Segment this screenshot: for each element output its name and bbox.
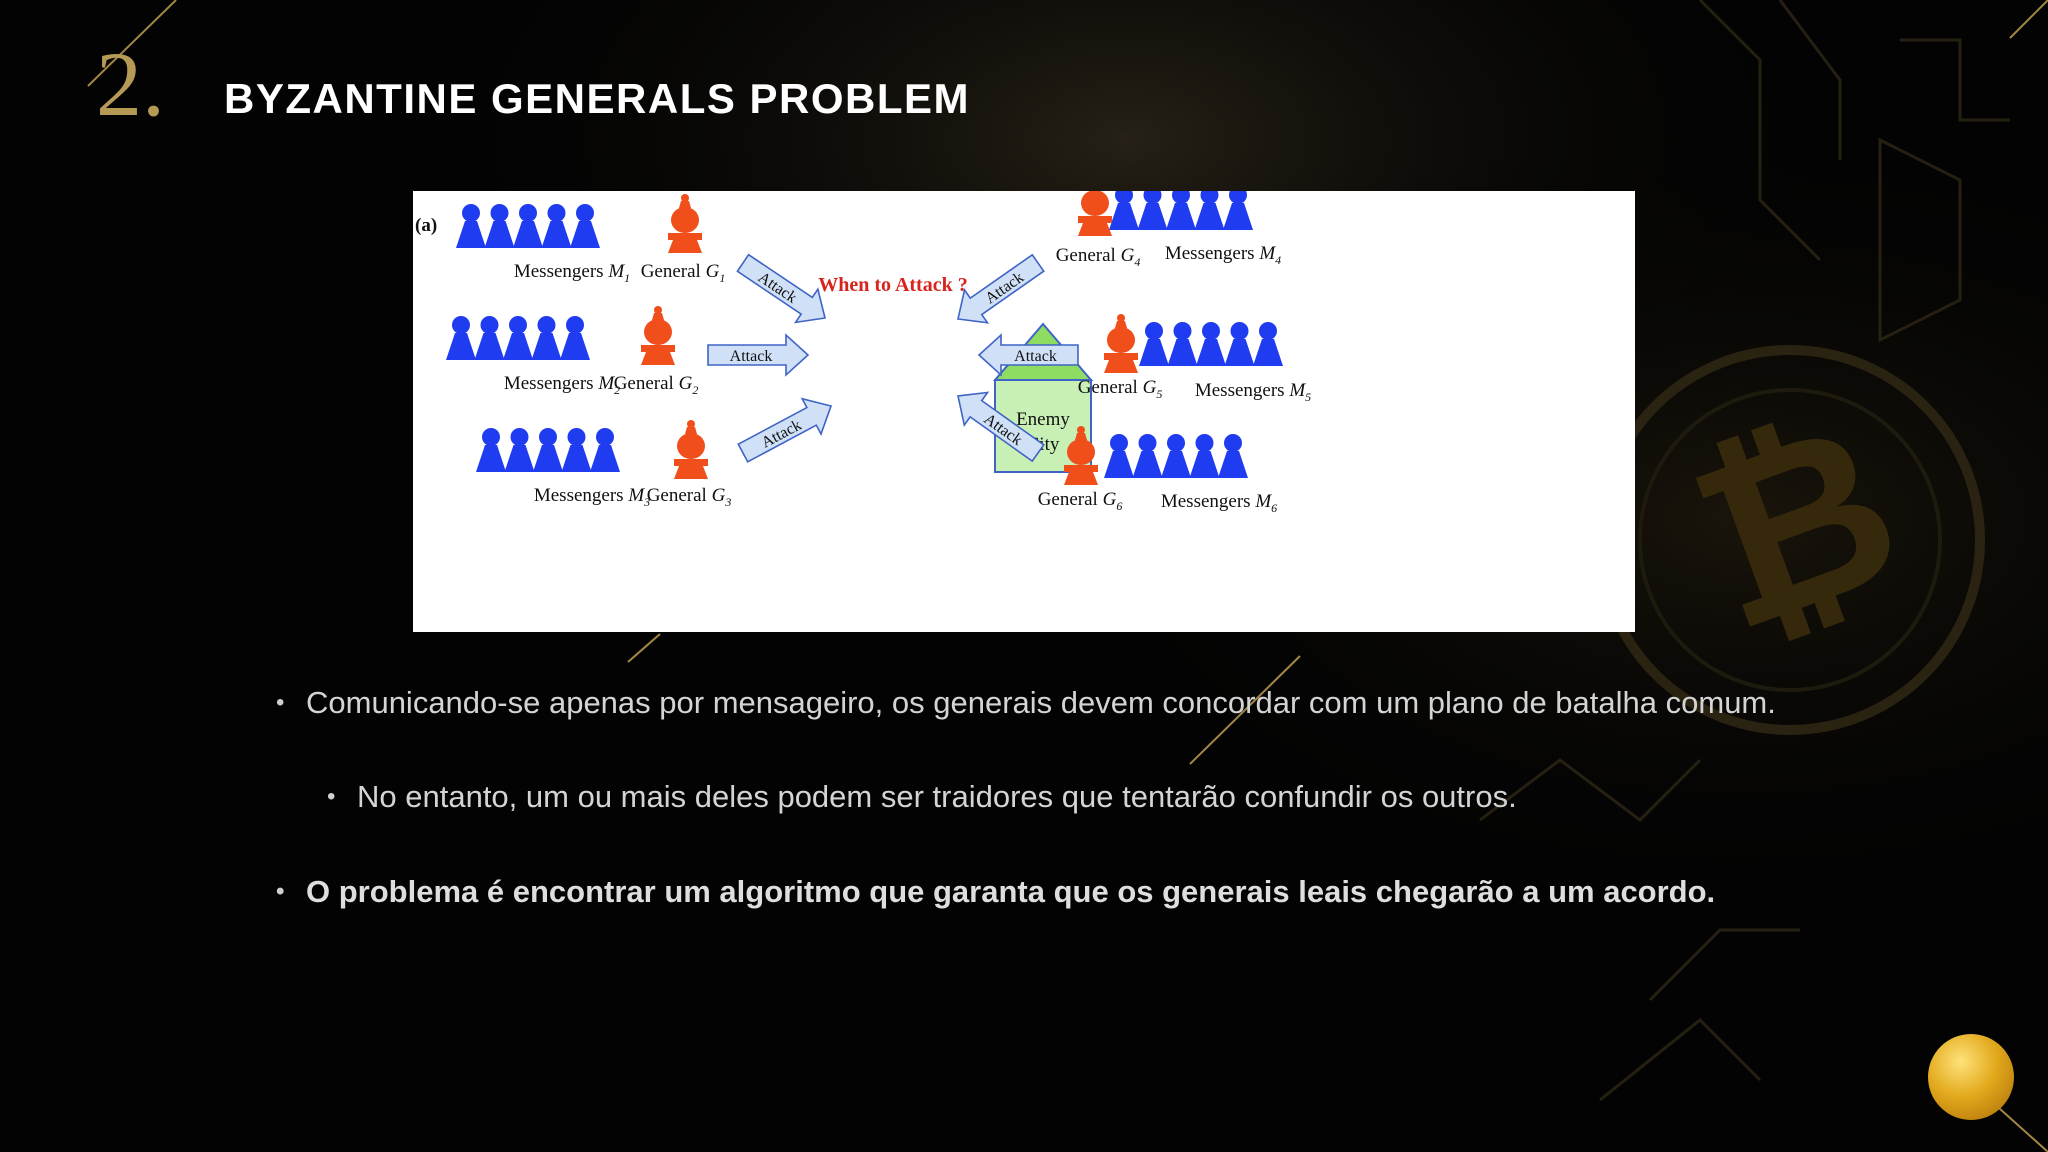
general-5-label: General G5 — [1078, 377, 1163, 401]
messenger-icon — [1109, 191, 1139, 230]
general-6-label: General G6 — [1038, 489, 1123, 513]
arrow-g2: Attack — [707, 333, 810, 377]
general-3-label: General G3 — [647, 485, 732, 509]
messenger-icon — [476, 428, 506, 472]
bullet-dot: • — [276, 689, 285, 716]
messenger-icon — [1132, 434, 1163, 478]
bullet-1: • Comunicando-se apenas por mensageiro, … — [276, 684, 1776, 721]
messengers-1-label: Messengers M1 — [514, 261, 630, 285]
arrow-g3: Attack — [737, 397, 833, 463]
messenger-icon — [570, 204, 600, 248]
messengers-4-icons — [1109, 191, 1253, 230]
messengers-6-icons — [1104, 434, 1248, 478]
bullet-dot: • — [327, 783, 336, 810]
attack-label: Attack — [1014, 348, 1057, 365]
gold-coin-decoration — [1928, 1034, 2014, 1120]
general-1-label: General G1 — [641, 261, 726, 285]
messenger-icon — [531, 316, 562, 360]
slide-number: 2. — [96, 33, 165, 135]
messenger-icon — [503, 316, 533, 360]
messenger-icon — [541, 204, 572, 248]
general-4-icon — [1078, 191, 1112, 236]
messenger-icon — [474, 316, 505, 360]
arrow-g5: Attack — [977, 333, 1079, 377]
messenger-icon — [513, 204, 543, 248]
bullet-2-text: No entanto, um ou mais deles podem ser t… — [357, 779, 1517, 814]
messengers-1-icons — [456, 204, 600, 248]
messenger-icon — [456, 204, 486, 248]
messenger-icon — [560, 316, 590, 360]
group-4: Messengers M4 General G4 — [1056, 191, 1281, 269]
messengers-2-icons — [446, 316, 590, 360]
group-6: Messengers M6 General G6 — [1038, 426, 1277, 515]
general-2-label: General G2 — [614, 373, 699, 397]
bullet-2-sub: • No entanto, um ou mais deles podem ser… — [327, 778, 1517, 815]
slide-title: BYZANTINE GENERALS PROBLEM — [224, 75, 971, 122]
messenger-icon — [504, 428, 535, 472]
panel-label: (a) — [415, 215, 437, 236]
messenger-icon — [1166, 191, 1196, 230]
messengers-5-label: Messengers M5 — [1195, 380, 1311, 404]
messenger-icon — [1224, 322, 1255, 366]
diagram-canvas: (a) When to Attack ? Enemy City AttackAt… — [415, 191, 1311, 515]
messenger-icon — [1223, 191, 1253, 230]
messenger-icon — [1253, 322, 1283, 366]
general-3-icon — [674, 420, 708, 479]
messenger-icon — [1161, 434, 1191, 478]
general-5-icon — [1104, 314, 1138, 373]
messenger-icon — [1137, 191, 1168, 230]
messengers-3-icons — [476, 428, 620, 472]
messenger-icon — [1167, 322, 1198, 366]
messengers-6-label: Messengers M6 — [1161, 491, 1277, 515]
city-label-line1: Enemy — [1016, 409, 1070, 430]
group-5: Messengers M5 General G5 — [1078, 314, 1311, 404]
general-4-label: General G4 — [1056, 245, 1141, 269]
messenger-icon — [561, 428, 592, 472]
messenger-icon — [1104, 434, 1134, 478]
messenger-icon — [533, 428, 563, 472]
messengers-2-label: Messengers M2 — [504, 373, 620, 397]
messenger-icon — [446, 316, 476, 360]
group-1: Messengers M1 General G1 — [456, 194, 725, 285]
messengers-5-icons — [1139, 322, 1283, 366]
messenger-icon — [484, 204, 515, 248]
general-2-icon — [641, 306, 675, 365]
general-1-icon — [668, 194, 702, 253]
bullet-dot: • — [276, 878, 285, 905]
messengers-4-label: Messengers M4 — [1165, 243, 1281, 267]
messenger-icon — [1218, 434, 1248, 478]
bullet-3: • O problema é encontrar um algoritmo qu… — [276, 873, 1716, 910]
byzantine-diagram: (a) When to Attack ? Enemy City AttackAt… — [413, 191, 1635, 632]
bullet-3-text: O problema é encontrar um algoritmo que … — [306, 874, 1716, 909]
messenger-icon — [1139, 322, 1169, 366]
messengers-3-label: Messengers M3 — [534, 485, 650, 509]
bullet-1-text: Comunicando-se apenas por mensageiro, os… — [306, 685, 1776, 720]
when-to-attack-label: When to Attack ? — [818, 274, 967, 296]
messenger-icon — [590, 428, 620, 472]
messenger-icon — [1194, 191, 1225, 230]
attack-label: Attack — [730, 348, 773, 365]
messenger-icon — [1196, 322, 1226, 366]
messenger-icon — [1189, 434, 1220, 478]
